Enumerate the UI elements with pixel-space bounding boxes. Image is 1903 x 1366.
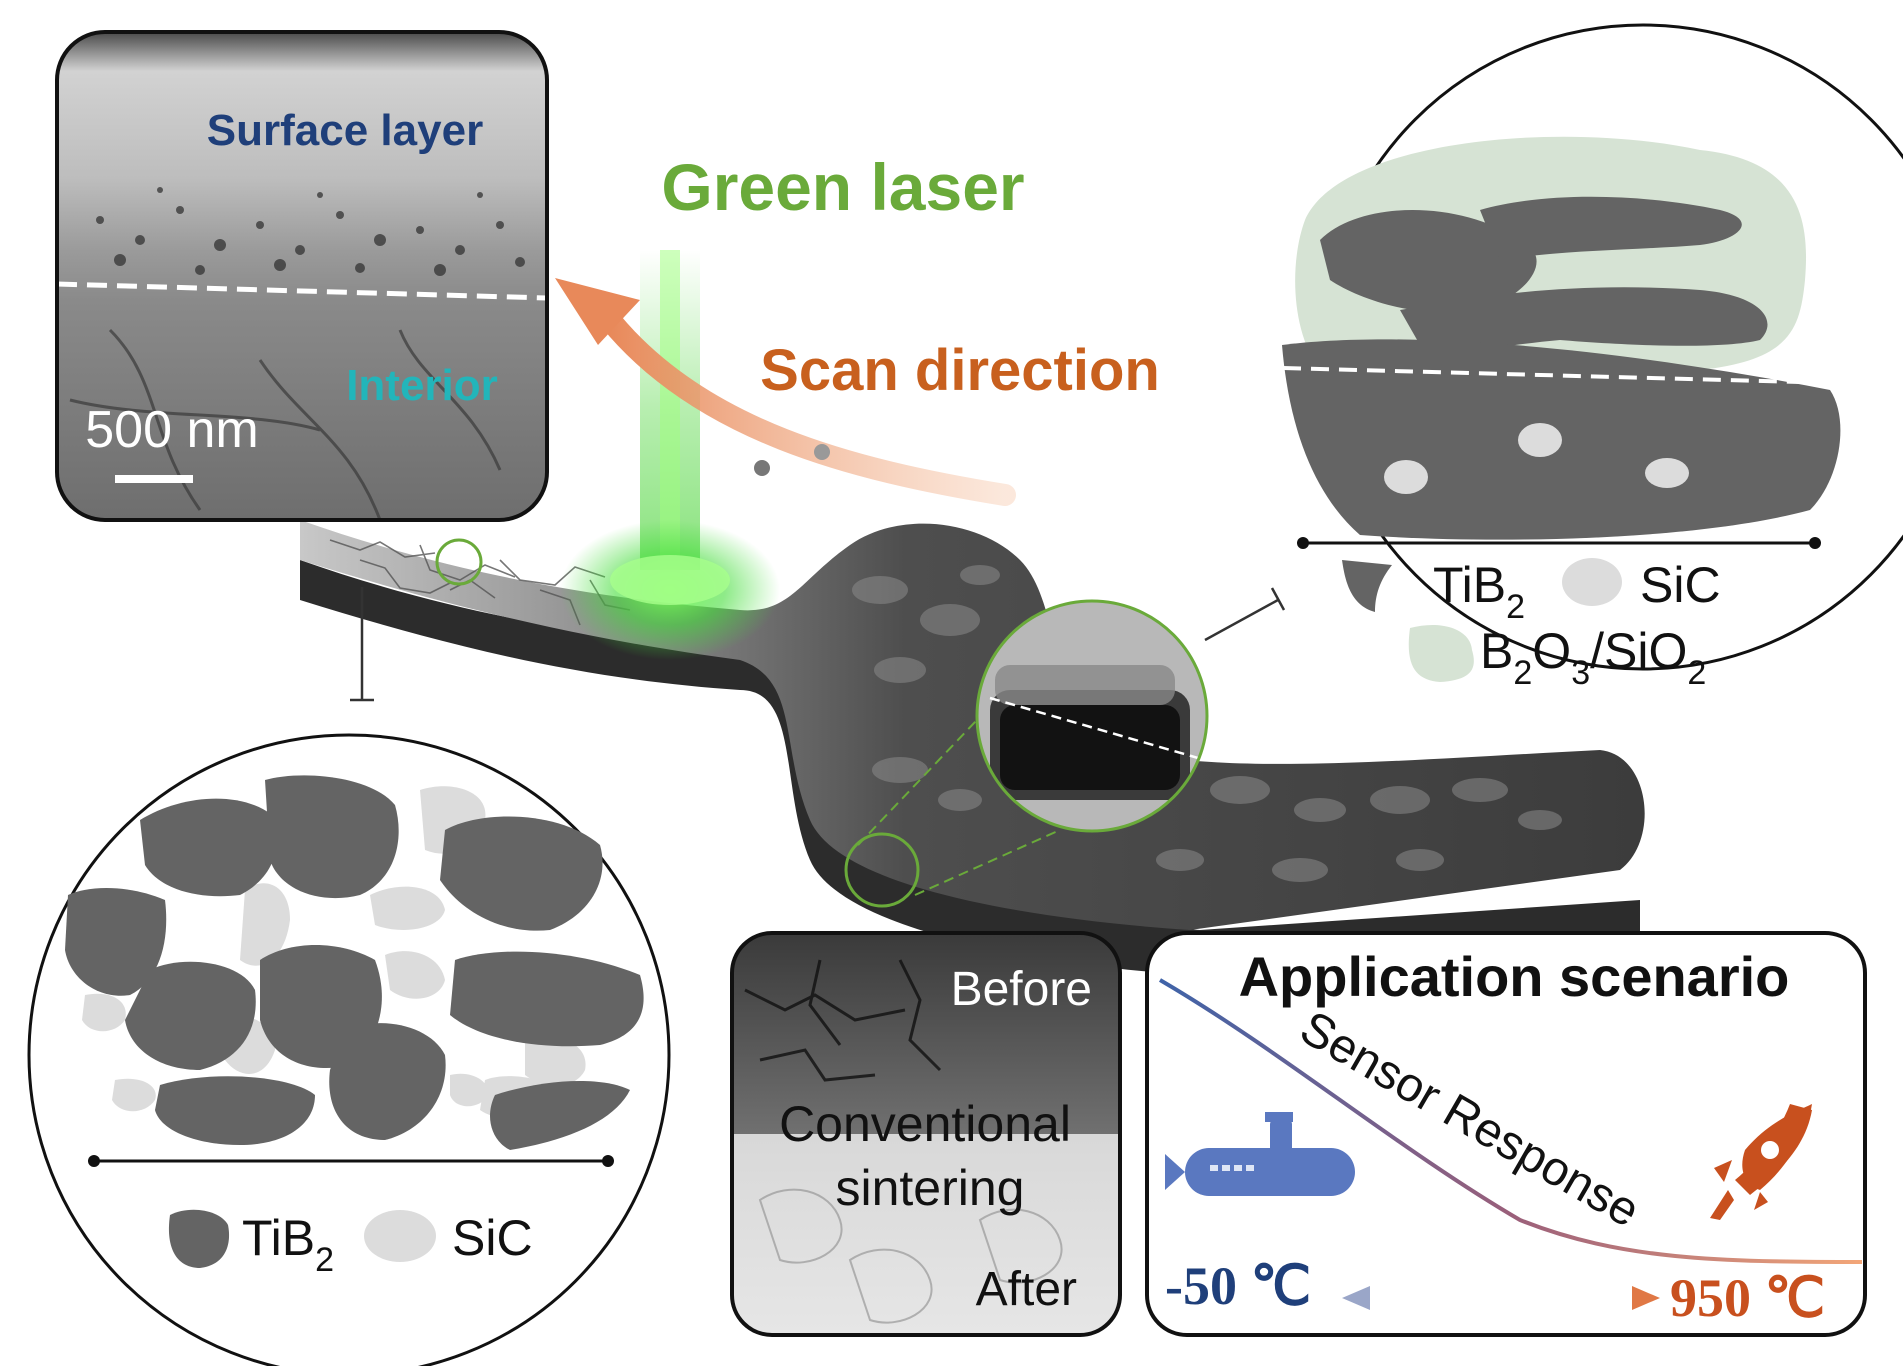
tib2-grain-lower <box>1400 287 1768 352</box>
legend-oxide-label: B2O3/SiO2 <box>1480 623 1706 692</box>
sensor-response-curve <box>1158 978 1863 1264</box>
high-temperature-label: 950 ℃ <box>1670 1268 1825 1328</box>
before-label: Before <box>951 963 1092 1016</box>
interface-dashed-line <box>57 281 547 301</box>
interior-label: Interior <box>346 361 498 410</box>
submarine-icon <box>1165 1112 1355 1196</box>
magnified-cross-section <box>975 599 1209 833</box>
ribbon-shadow <box>300 560 1640 975</box>
scan-direction-arrow <box>555 278 1016 506</box>
zoom-lines <box>857 679 1061 896</box>
sintered-grain-cracks <box>744 959 942 1082</box>
tib2-grain-elongated <box>1480 196 1742 260</box>
application-scenario-panel: Application scenario Sensor Response -50… <box>1145 931 1867 1337</box>
rocket-icon <box>1710 1104 1812 1220</box>
interface-dashed-line <box>1282 366 1801 384</box>
conventional-sintering-panel: Before Conventional sintering After <box>730 931 1122 1337</box>
tib2-particles <box>65 775 644 1150</box>
legend-tib2-label: TiB2 <box>1433 557 1525 626</box>
grain-pattern <box>852 565 1562 882</box>
sem-image-panel: Surface layer Interior 500 nm <box>55 30 549 522</box>
marker-circle <box>435 538 483 586</box>
legend-sic-label: SiC <box>1640 557 1721 613</box>
legend-tib2-label: TiB2 <box>242 1210 334 1279</box>
tib2-grain-large <box>1320 210 1537 313</box>
green-laser-label: Green laser <box>661 150 1024 224</box>
conventional-sintering-label-line2: sintering <box>836 1160 1025 1216</box>
marker-circle <box>844 832 920 908</box>
powder-schematic: TiB2 SiC <box>27 733 671 1366</box>
ejected-particle <box>814 444 830 460</box>
application-scenario-title: Application scenario <box>1239 945 1790 1008</box>
scale-bar <box>115 475 193 483</box>
surface-porosity <box>96 187 525 276</box>
legend-sic-label: SiC <box>452 1210 533 1266</box>
conventional-sintering-label-line1: Conventional <box>779 1096 1071 1152</box>
low-temperature-label: -50 ℃ <box>1165 1256 1311 1316</box>
scale-bar-label: 500 nm <box>85 401 258 459</box>
interior-grain-boundaries <box>69 328 502 520</box>
after-label: After <box>976 1263 1077 1316</box>
oxide-layer-schematic: TiB2 SiC B2O3/SiO2 <box>1282 23 1903 692</box>
surface-layer-label: Surface layer <box>207 106 483 155</box>
ejected-particle <box>754 460 770 476</box>
legend-oxide-swatch <box>1408 624 1474 682</box>
sic-particle <box>1518 423 1562 457</box>
legend-tib2-swatch <box>168 1209 230 1268</box>
legend-sic-swatch <box>364 1210 436 1262</box>
sic-particle <box>1384 460 1428 494</box>
legend-tib2-swatch <box>1342 560 1392 612</box>
laser-beam <box>560 250 780 660</box>
legend-sic-swatch <box>1562 558 1622 606</box>
connector-lines <box>350 587 1286 702</box>
scan-direction-label: Scan direction <box>760 338 1160 403</box>
sic-particle <box>1645 458 1689 488</box>
after-grain-outlines <box>758 1188 1063 1324</box>
